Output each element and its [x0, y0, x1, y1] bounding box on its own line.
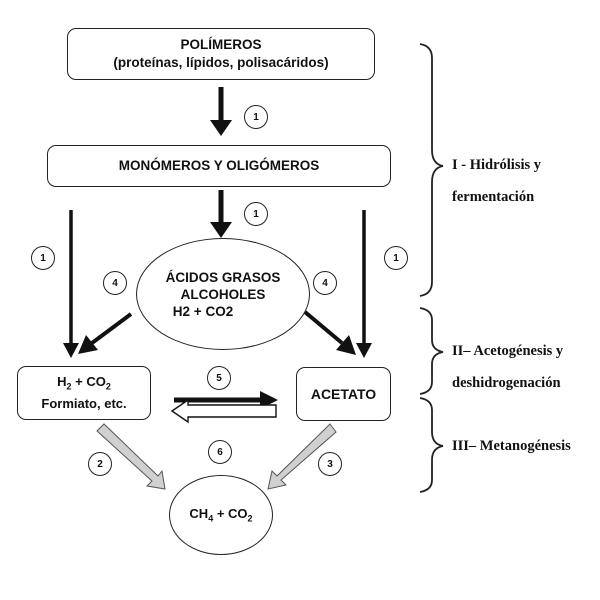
step-number: 6	[217, 446, 223, 458]
polimeros-title: POLÍMEROS	[180, 37, 262, 52]
h2co2-box: H2 + CO2 Formiato, etc.	[17, 366, 151, 420]
phase-1-label: I - Hidrólisis y fermentación	[452, 152, 541, 210]
acidos-line1: ÁCIDOS GRASOS	[165, 269, 281, 285]
arrow-monomeros-to-acetato	[356, 210, 372, 358]
arrow-polimeros-to-monomeros	[210, 87, 232, 136]
acidos-oval: ÁCIDOS GRASOS ALCOHOLES H2 + CO2	[136, 238, 310, 350]
polimeros-box: POLÍMEROS (proteínas, lípidos, polisacár…	[67, 28, 375, 80]
phase-2-label: II– Acetogénesis y deshidrogenación	[452, 338, 563, 396]
ch4-oval: CH4 + CO2	[169, 475, 273, 555]
step-number: 4	[112, 277, 118, 289]
step-number: 4	[322, 277, 328, 289]
phase-1-line2: fermentación	[452, 189, 535, 205]
ch4-sub1: 4	[208, 513, 214, 524]
step-circle-1-right: 1	[384, 246, 408, 270]
ch4-ch: CH	[189, 506, 209, 522]
arrow-monomeros-to-acidos	[210, 190, 232, 238]
polimeros-subtitle: (proteínas, lípidos, polisacáridos)	[113, 55, 329, 70]
step-circle-4-right: 4	[313, 271, 337, 295]
step-circle-1-top: 1	[244, 105, 268, 129]
step-circle-5: 5	[207, 366, 231, 390]
brace-phase-3	[419, 397, 444, 493]
step-number: 1	[40, 252, 46, 264]
step-number: 2	[97, 458, 103, 470]
h2co2-mid: + CO	[71, 373, 106, 389]
acidos-line3: H2 + CO2	[172, 303, 234, 319]
arrow-acetato-to-ch4	[267, 423, 337, 490]
step-number: 1	[253, 111, 259, 123]
h2co2-sub1: 2	[66, 381, 72, 392]
acetato-label: ACETATO	[310, 386, 377, 402]
step-circle-1-left: 1	[31, 246, 55, 270]
h2co2-h: H	[57, 373, 67, 389]
step-circle-4-left: 4	[103, 271, 127, 295]
monomeros-title: MONÓMEROS Y OLIGÓMEROS	[118, 158, 320, 173]
arrow-monomeros-to-h2co2	[63, 210, 79, 358]
phase-2-line1: II– Acetogénesis y	[452, 343, 564, 359]
step-number: 5	[216, 372, 222, 384]
ch4-sub2: 2	[247, 513, 253, 524]
ch4-label: CH4 + CO2	[189, 506, 252, 524]
step-circle-3: 3	[318, 452, 342, 476]
phase-2-line2: deshidrogenación	[452, 375, 561, 391]
acidos-line2: ALCOHOLES	[180, 286, 266, 302]
step-number: 1	[393, 252, 399, 264]
brace-phase-1	[419, 43, 444, 297]
phase-1-line1: I - Hidrólisis y	[452, 157, 542, 173]
ch4-mid: + CO	[213, 506, 248, 522]
h2co2-sub2: 2	[105, 381, 111, 392]
phase-3-label: III– Metanogénesis	[452, 433, 571, 459]
monomeros-box: MONÓMEROS Y OLIGÓMEROS	[47, 145, 391, 187]
step-circle-1-middle: 1	[244, 202, 268, 226]
arrow-h2co2-to-ch4	[96, 423, 166, 490]
brace-phase-2	[419, 307, 444, 395]
acetato-box: ACETATO	[296, 367, 391, 421]
arrow-acetato-to-h2co2	[170, 398, 277, 424]
arrow-acidos-to-acetato	[303, 310, 356, 355]
step-circle-6: 6	[208, 440, 232, 464]
h2co2-line1: H2 + CO2	[57, 373, 111, 396]
h2co2-line2: Formiato, etc.	[41, 396, 127, 412]
phase-3-line1: III– Metanogénesis	[452, 438, 571, 454]
step-circle-2: 2	[88, 452, 112, 476]
step-number: 1	[253, 208, 259, 220]
step-number: 3	[327, 458, 333, 470]
arrow-acidos-to-h2co2	[78, 312, 133, 354]
